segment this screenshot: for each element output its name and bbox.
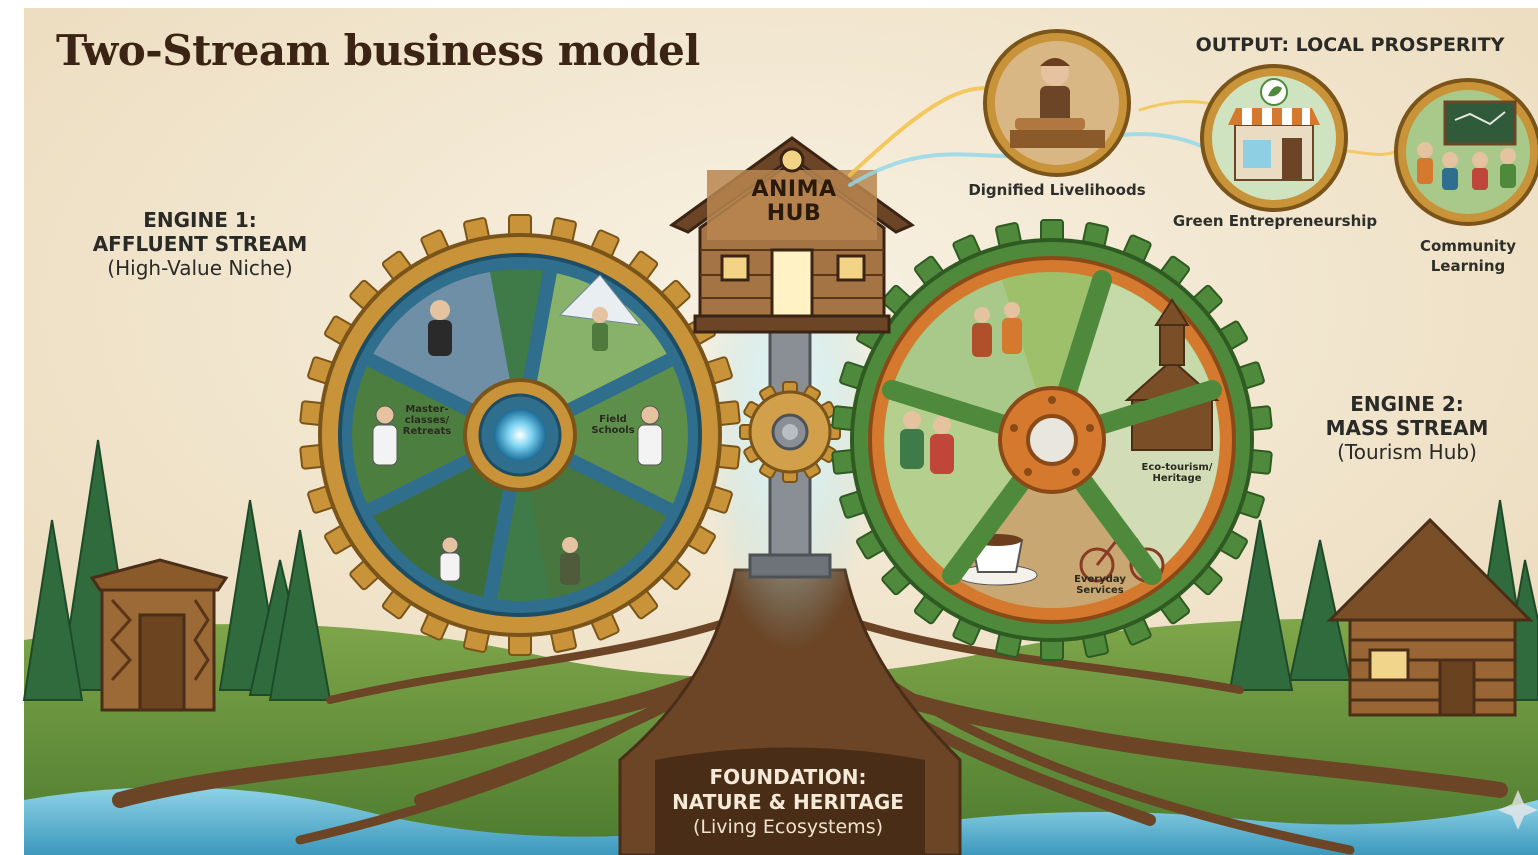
hub-label: ANIMA HUB (724, 178, 864, 226)
hub-label-line2: HUB (766, 201, 822, 226)
segment-everyday-services: Everyday Services (1060, 574, 1140, 596)
output-label-livelihoods: Dignified Livelihoods (968, 181, 1146, 199)
engine1-gear (299, 214, 741, 656)
anima-hub-house (668, 136, 916, 334)
engine2-heading2: MASS STREAM (1325, 416, 1489, 440)
segment-masterclasses-line1: Master- (405, 404, 449, 415)
carved-wooden-gate (89, 558, 229, 712)
segment-everyday-services-line1: Everyday (1074, 574, 1126, 585)
log-cabin (1326, 517, 1534, 717)
segment-masterclasses-line3: Retreats (402, 426, 452, 437)
segment-eco-tourism: Eco-tourism/ Heritage (1132, 462, 1222, 484)
output-heading: OUTPUT: LOCAL PROSPERITY (1195, 34, 1505, 56)
engine2-subtitle: (Tourism Hub) (1337, 440, 1477, 464)
hub-round-window (779, 147, 805, 173)
segment-masterclasses-line2: classes/ (404, 415, 450, 426)
segment-everyday-services-line2: Services (1076, 585, 1124, 596)
hub-glowing-door (770, 248, 814, 320)
engine1-heading1: ENGINE 1: (143, 208, 257, 232)
foundation-line2: NATURE & HERITAGE (672, 790, 904, 814)
foundation-subtitle: (Living Ecosystems) (692, 816, 884, 838)
page-title: Two-Stream business model (56, 26, 700, 75)
output-label-community-learning: Community Learning (1406, 236, 1530, 276)
output-circle-community-learning (1394, 78, 1538, 226)
sparkle-icon (1498, 790, 1538, 830)
segment-field-schools-line2: Schools (591, 425, 635, 436)
segment-field-schools: Field Schools (578, 414, 648, 436)
engine1-core-glow (494, 409, 546, 461)
foundation-line1: FOUNDATION: (709, 765, 867, 789)
engine1-subtitle: (High-Value Niche) (107, 256, 293, 280)
river-right (880, 800, 1538, 855)
output-label-green-entrepreneurship: Green Entrepreneurship (1172, 212, 1378, 230)
output-circle-green-entrepreneurship (1200, 64, 1348, 212)
foundation-panel (655, 747, 925, 855)
segment-eco-tourism-line1: Eco-tourism/ (1141, 462, 1213, 473)
engine2-gear (831, 219, 1273, 661)
engine2-label: ENGINE 2: MASS STREAM (Tourism Hub) (1282, 392, 1532, 464)
engine1-heading2: AFFLUENT STREAM (92, 232, 308, 256)
segment-field-schools-line1: Field (599, 414, 627, 425)
hub-label-line1: ANIMA (751, 177, 837, 202)
output-label-community-line2: Learning (1430, 257, 1506, 275)
output-label-community-line1: Community (1419, 237, 1517, 255)
engine1-label: ENGINE 1: AFFLUENT STREAM (High-Value Ni… (70, 208, 330, 280)
foundation-label: FOUNDATION: NATURE & HERITAGE (Living Ec… (618, 765, 958, 840)
engine2-heading1: ENGINE 2: (1350, 392, 1464, 416)
segment-eco-tourism-line2: Heritage (1152, 473, 1202, 484)
output-circle-livelihoods (983, 29, 1131, 177)
segment-masterclasses: Master- classes/ Retreats (392, 404, 462, 437)
